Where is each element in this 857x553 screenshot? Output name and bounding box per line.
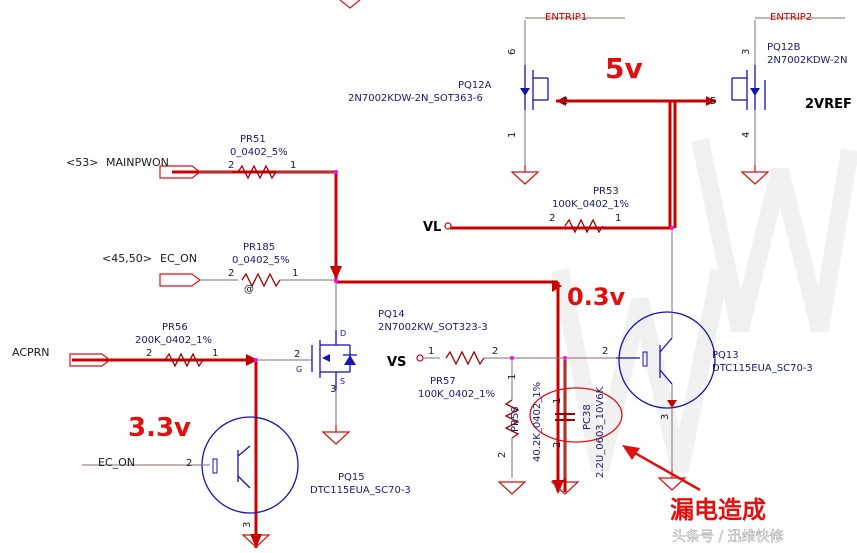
pr185-pin1: 1: [292, 268, 298, 279]
pq12b-pin5: 5: [710, 96, 716, 107]
pr51-value: 0_0402_5%: [230, 147, 288, 158]
net-ec-on-bottom: EC_ON: [98, 456, 135, 469]
pq14-pin-s: S: [340, 377, 345, 386]
pr51-ref: PR51: [240, 134, 266, 145]
pr56-value: 200K_0402_1%: [135, 335, 212, 346]
pq12a-pin1: 1: [507, 132, 518, 138]
net-ec-on-top: EC_ON: [160, 252, 197, 265]
leakage-annotation: 漏电造成: [670, 496, 766, 524]
pq12b-mosfet: [731, 17, 845, 185]
watermark-text: 头条号 / 迅维快修: [672, 528, 784, 545]
pq12a-mosfet: [510, 17, 625, 185]
pq15-value: DTC115EUA_SC70-3: [310, 485, 411, 496]
pr56-ref: PR56: [162, 322, 188, 333]
pq13-value: DTC115EUA_SC70-3: [712, 363, 813, 374]
pq14-pin-g: G: [296, 365, 302, 374]
leakage-arrow: [622, 445, 701, 492]
acprn-input: [69, 352, 312, 368]
pc38-pin1: 1: [552, 398, 563, 404]
pq12b-pin3: 3: [741, 49, 752, 55]
pr51-pin1: 1: [290, 160, 296, 171]
pr58-ref: PR58: [510, 406, 521, 432]
pr57-value: 100K_0402_1%: [418, 389, 495, 400]
pr58-pin1: 1: [507, 374, 518, 380]
pq14-mosfet: [311, 282, 357, 445]
pr53-ref: PR53: [593, 186, 619, 197]
pr58-value: 40.2K_0402_1%: [532, 382, 543, 462]
pr58-pin2: 2: [497, 452, 508, 458]
net-acprn: ACPRN: [12, 346, 50, 359]
pr56-pin1: 1: [212, 348, 218, 359]
pq14-pin3: 3: [330, 384, 336, 395]
pq15-transistor: [82, 416, 299, 548]
voltage-3-3v: 3.3v: [128, 413, 191, 443]
net-entrip1: ENTRIP1: [545, 12, 587, 23]
pr53-pin1: 1: [615, 213, 621, 224]
pr57-ref: PR57: [430, 376, 456, 387]
pq15-pin2: 2: [186, 458, 192, 469]
voltage-5v: 5v: [605, 52, 643, 85]
pr57-pin1: 1: [428, 346, 434, 357]
ec-on-input: [159, 272, 338, 288]
pq15-pin3: 3: [242, 522, 253, 528]
pc38-value: 2.2U_0603_10V6K: [595, 386, 606, 478]
pq12a-pin2: 2: [562, 96, 568, 107]
pc38-pin2: 2: [552, 442, 563, 448]
pq14-value: 2N7002KW_SOT323-3: [378, 322, 488, 333]
pr57-pin2: 2: [492, 346, 498, 357]
net-mainpwon: MAINPWON: [106, 156, 169, 169]
net-vs: VS: [387, 355, 406, 370]
mainpwon-input: [159, 164, 338, 180]
pr53-value: 100K_0402_1%: [552, 199, 629, 210]
pc38-ref: PC38: [582, 404, 593, 430]
pq14-pin2: 2: [294, 349, 300, 360]
pq12b-ref: PQ12B: [767, 42, 801, 53]
pr185-ref: PR185: [243, 242, 275, 253]
highlight-traces: [72, 96, 716, 548]
pr51-pin2: 2: [228, 160, 234, 171]
pq12b-pin4: 4: [741, 132, 752, 138]
pc38-capacitor: [529, 358, 623, 495]
ec-on-ref: <45,50>: [102, 252, 152, 265]
top-ground-marker: [339, 0, 361, 9]
pr185-pin2: 2: [228, 268, 234, 279]
pq12a-value: 2N7002KDW-2N_SOT363-6: [348, 93, 483, 104]
net-vl: VL: [423, 220, 441, 235]
pq14-pin-d: D: [340, 329, 346, 338]
pr58-resistor: [497, 358, 527, 495]
pq13-pin3: 3: [660, 414, 671, 420]
net-entrip2: ENTRIP2: [770, 12, 812, 23]
vl-pr53: [444, 218, 674, 310]
pq15-ref: PQ15: [338, 472, 365, 483]
pq13-pin2: 2: [602, 346, 608, 357]
background-watermark: [551, 138, 857, 473]
mainpwon-ref: <53>: [66, 156, 98, 169]
net-2vref: 2VREF: [805, 97, 852, 112]
pq13-ref: PQ13: [712, 350, 739, 361]
pq13-transistor: [616, 310, 716, 491]
pr185-value: 0_0402_5%: [232, 255, 290, 266]
pq14-ref: PQ14: [378, 309, 405, 320]
pq12a-ref: PQ12A: [458, 80, 492, 91]
vs-pr57: [416, 350, 616, 366]
pr53-pin2: 2: [549, 213, 555, 224]
pr56-pin2: 2: [146, 348, 152, 359]
pq12a-pin6: 6: [507, 49, 518, 55]
pq12b-value: 2N7002KDW-2N: [767, 55, 847, 66]
voltage-0-3v: 0.3v: [567, 283, 626, 311]
pr185-at-marker: @: [244, 284, 254, 295]
